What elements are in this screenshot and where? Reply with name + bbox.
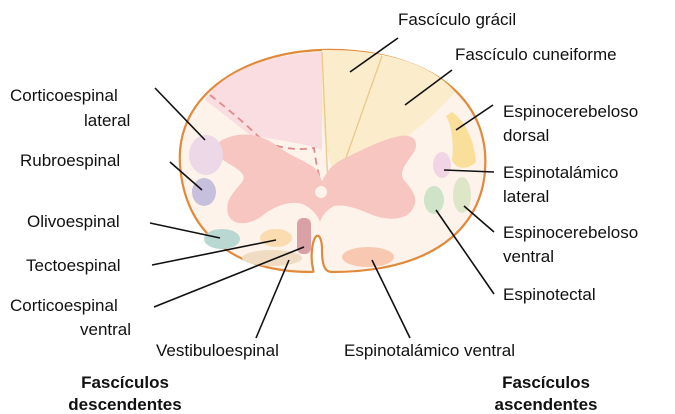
tract-corticoespinal-lateral <box>189 135 223 175</box>
label-fasciculo-cuneiforme: Fascículo cuneiforme <box>455 45 617 64</box>
label-vestibuloespinal: Vestibuloespinal <box>156 341 279 360</box>
tract-rubroespinal <box>192 178 216 206</box>
label-espinocerebeloso-ventral-line1: Espinocerebeloso <box>503 223 638 242</box>
label-rubroespinal: Rubroespinal <box>20 151 120 170</box>
tract-vestibuloespinal <box>242 250 302 266</box>
label-espinocerebeloso-dorsal-line1: Espinocerebeloso <box>503 102 638 121</box>
label-espinotectal: Espinotectal <box>503 285 596 304</box>
label-espinotalamico-lateral-line1: Espinotalámico <box>503 163 618 182</box>
label-fasciculo-gracil: Fascículo grácil <box>398 10 516 29</box>
label-espinocerebeloso-dorsal-line2: dorsal <box>503 126 549 145</box>
label-espinotalamico-ventral: Espinotalámico ventral <box>344 341 515 360</box>
tract-tectoespinal <box>260 229 292 247</box>
tract-espinocerebeloso-ventral <box>453 177 471 213</box>
group-descending-line1: Fascículos <box>81 373 169 392</box>
tract-espinotalamico-lateral <box>433 152 451 178</box>
leader-vestibuloespinal <box>256 260 289 338</box>
label-tectoespinal: Tectoespinal <box>26 256 121 275</box>
label-corticoespinal-lateral-line2: lateral <box>84 111 130 130</box>
group-ascending-line1: Fascículos <box>502 373 590 392</box>
tract-espinotectal <box>424 186 444 214</box>
tract-espinotalamico-ventral <box>342 247 394 267</box>
label-corticoespinal-lateral-line1: Corticoespinal <box>10 86 118 105</box>
central-canal <box>315 186 327 198</box>
label-espinotalamico-lateral-line2: lateral <box>503 187 549 206</box>
label-corticoespinal-ventral-line1: Corticoespinal <box>10 296 118 315</box>
group-descending-line2: descendentes <box>68 395 181 414</box>
label-olivoespinal: Olivoespinal <box>27 212 120 231</box>
leader-espinotalamico-ventral <box>372 260 410 338</box>
label-corticoespinal-ventral-line2: ventral <box>80 320 131 339</box>
tract-olivoespinal <box>204 229 240 249</box>
group-ascending-line2: ascendentes <box>495 395 598 414</box>
label-espinocerebeloso-ventral-line2: ventral <box>503 247 554 266</box>
